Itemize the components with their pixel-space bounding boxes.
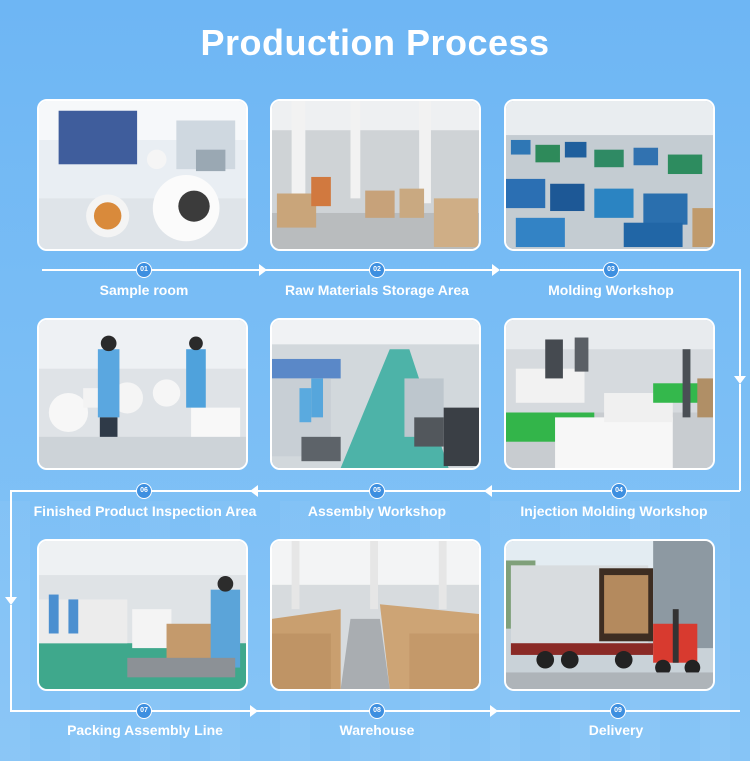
step-number-badge: 05	[369, 483, 385, 499]
flow-line-right	[739, 269, 741, 376]
step-number-badge: 09	[610, 703, 626, 719]
page-title: Production Process	[200, 22, 550, 63]
arrow-down-icon	[734, 376, 746, 384]
flow-line-row1-end	[500, 269, 740, 271]
step-number-badge: 06	[136, 483, 152, 499]
arrow-left-icon	[250, 485, 258, 497]
arrow-right-icon	[492, 264, 500, 276]
step-label: Injection Molding Workshop	[520, 503, 708, 519]
step-number-badge: 07	[136, 703, 152, 719]
step-label: Delivery	[588, 722, 644, 738]
photo-warehouse	[270, 539, 481, 691]
arrow-left-icon	[484, 485, 492, 497]
step-label: Sample room	[99, 282, 189, 298]
arrow-right-icon	[250, 705, 258, 717]
photo-assembly	[270, 318, 481, 470]
step-label: Warehouse	[339, 722, 415, 738]
arrow-right-icon	[490, 705, 498, 717]
photo-delivery	[504, 539, 715, 691]
step-number-badge: 04	[611, 483, 627, 499]
photo-raw-materials	[270, 99, 481, 251]
flow-line-left	[10, 490, 12, 597]
flow-line-row1	[42, 269, 492, 271]
step-number-badge: 08	[369, 703, 385, 719]
photo-packing	[37, 539, 248, 691]
step-number-badge: 01	[136, 262, 152, 278]
flow-line-right-2	[739, 384, 741, 491]
photo-injection-molding	[504, 318, 715, 470]
step-label: Molding Workshop	[548, 282, 674, 298]
step-number-badge: 02	[369, 262, 385, 278]
photo-sample-room	[37, 99, 248, 251]
photo-molding	[504, 99, 715, 251]
arrow-down-icon	[5, 597, 17, 605]
step-number-badge: 03	[603, 262, 619, 278]
photo-inspection	[37, 318, 248, 470]
step-label: Assembly Workshop	[307, 503, 447, 519]
step-label: Raw Materials Storage Area	[285, 282, 469, 298]
arrow-right-icon	[259, 264, 267, 276]
step-label: Packing Assembly Line	[67, 722, 223, 738]
flow-line-left-2	[10, 605, 12, 711]
step-label: Finished Product Inspection Area	[33, 503, 257, 519]
